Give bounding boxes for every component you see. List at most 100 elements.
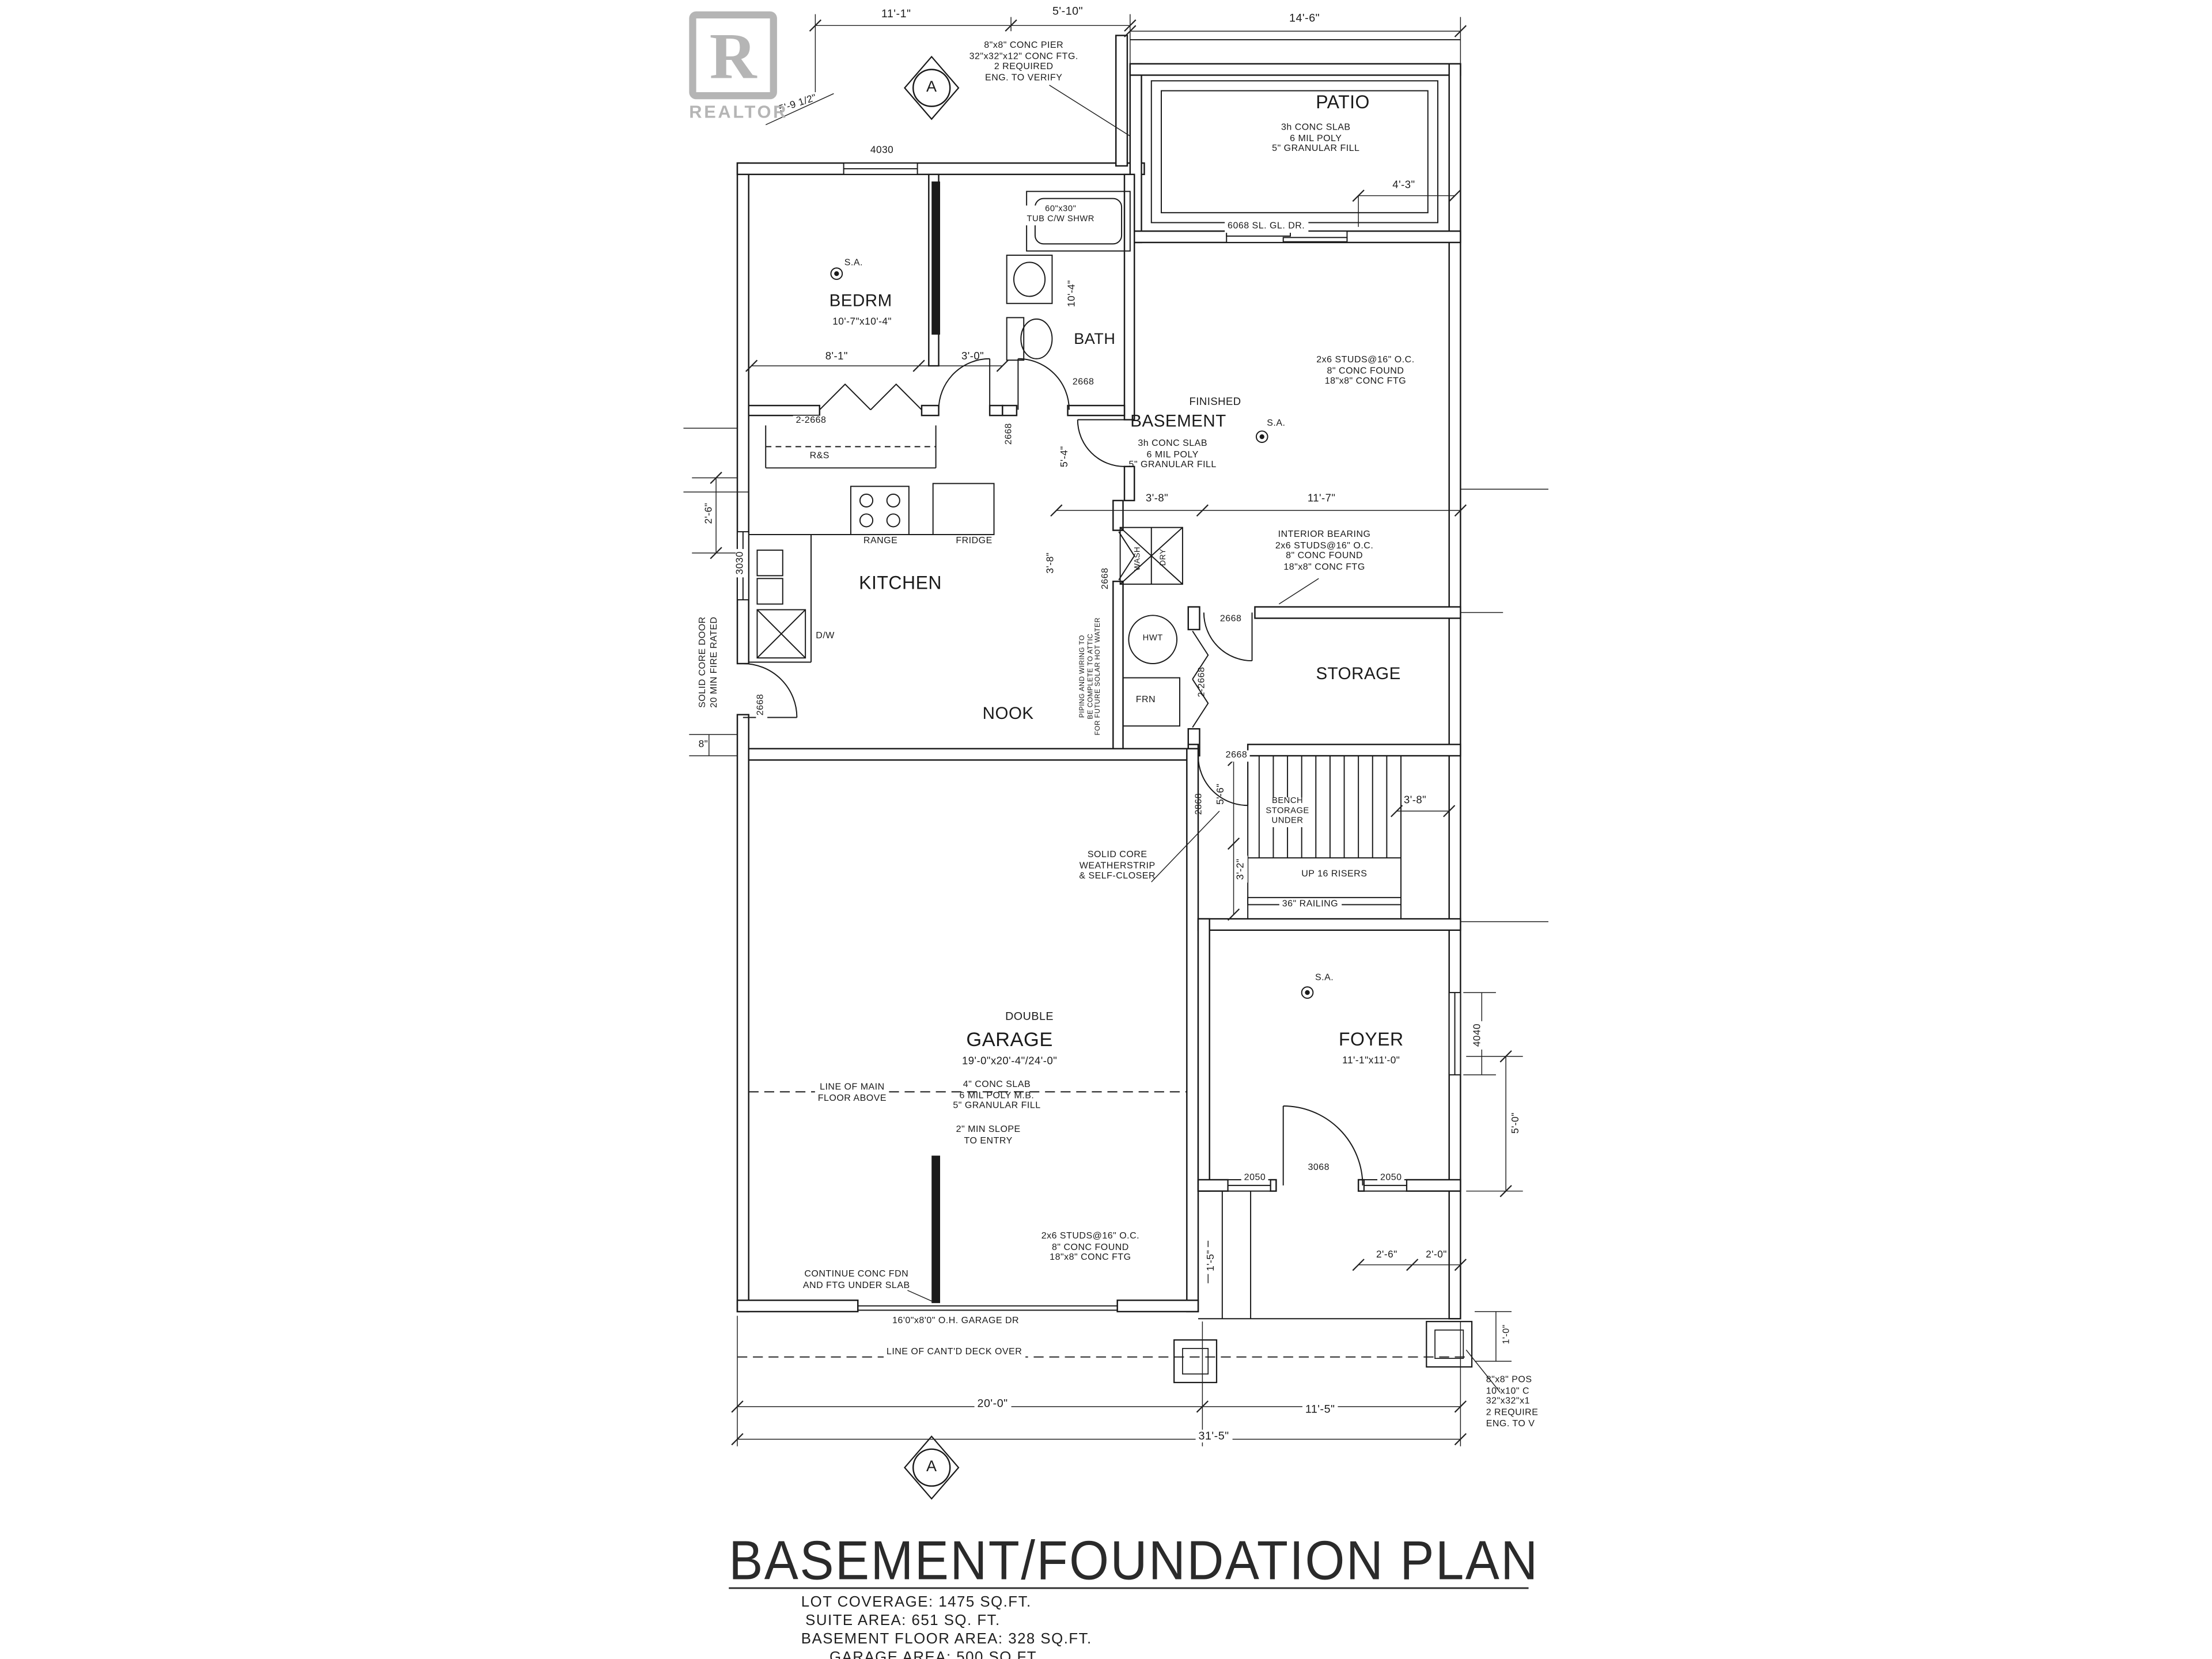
sa-basement: S.A.	[1267, 418, 1286, 429]
dim-5-0-v: 5'-0"	[1511, 1112, 1521, 1134]
room-label-nook: NOOK	[982, 703, 1034, 724]
door-label-2668-hall: 2668	[1004, 423, 1014, 445]
room-label-patio: PATIO	[1316, 91, 1370, 113]
dim-5-4-v: 5'-4"	[1060, 446, 1071, 468]
dim-10-4-v: 10'-4"	[1067, 280, 1078, 307]
door-label-2-2668-storage: 2-2668	[1196, 666, 1207, 698]
dim-5-10: 5'-10"	[1052, 5, 1084, 18]
dim-garage-size: 19'-0"x20'-4"/24'-0"	[961, 1054, 1058, 1067]
sa-bedrm: S.A.	[844, 258, 863, 268]
stat-garage-area: GARAGE AREA: 500 SQ.FT.	[830, 1649, 1040, 1659]
realtor-logo-label: REALTOR	[689, 102, 789, 122]
leader-lines	[907, 85, 1501, 1393]
patio-porch	[1130, 39, 1461, 1320]
window-label-2050-a: 2050	[1241, 1173, 1269, 1184]
dim-8in: 8"	[698, 740, 709, 750]
window-label-4040: 4040	[1473, 1020, 1485, 1050]
dashed-lines	[737, 1091, 1468, 1358]
note-continue-fdn: CONTINUE CONC FDN AND FTG UNDER SLAB	[802, 1269, 910, 1290]
note-basement-slab: 3h CONC SLAB 6 MIL POLY 5" GRANULAR FILL	[1128, 438, 1217, 471]
room-label-kitchen: KITCHEN	[859, 571, 942, 593]
dim-bedrm-size: 10'-7"x10'-4"	[832, 317, 892, 328]
note-studs-basement: 2x6 STUDS@16" O.C. 8" CONC FOUND 18"x8" …	[1316, 355, 1415, 387]
door-label-2668-storage: 2668	[1217, 614, 1245, 626]
piers	[1173, 1321, 1473, 1384]
plan-title: BASEMENT/FOUNDATION PLAN	[729, 1528, 1539, 1592]
appliance-wash: WASH	[1134, 546, 1143, 571]
window-label-2050-b: 2050	[1377, 1173, 1405, 1184]
note-interior-bearing: INTERIOR BEARING 2x6 STUDS@16" O.C. 8" C…	[1275, 529, 1374, 573]
dim-3-8-v: 3'-8"	[1046, 552, 1056, 574]
note-up-risers: UP 16 RISERS	[1298, 869, 1370, 881]
room-label-bedrm: BEDRM	[829, 290, 892, 310]
note-railing: 36" RAILING	[1279, 899, 1342, 910]
door-label-2668-stair: 2668	[1222, 750, 1251, 762]
dim-31-5: 31'-5"	[1195, 1429, 1232, 1444]
dimension-ticks	[710, 19, 1512, 1446]
note-slope: 2" MIN SLOPE TO ENTRY	[956, 1124, 1021, 1146]
note-weatherstrip: SOLID CORE WEATHERSTRIP & SELF-CLOSER	[1079, 850, 1156, 882]
note-conc-pier: 8"x8" CONC PIER 32"x32"x12" CONC FTG. 2 …	[969, 40, 1078, 84]
appliance-frn: FRN	[1135, 695, 1156, 705]
appliance-fridge: FRIDGE	[956, 536, 993, 547]
note-tub: 60"x30" TUB C/W SHWR	[1024, 205, 1097, 226]
note-solid-core-door: SOLID CORE DOOR 20 MIN FIRE RATED	[698, 616, 719, 708]
dim-1-0-v: 1'-0"	[1502, 1324, 1512, 1344]
stat-basement-floor-area: BASEMENT FLOOR AREA: 328 SQ.FT.	[801, 1630, 1092, 1648]
section-letter-top: A	[926, 78, 937, 96]
stat-suite-area: SUITE AREA: 651 SQ. FT.	[805, 1612, 1001, 1630]
note-deck-over: LINE OF CANT'D DECK OVER	[884, 1347, 1025, 1358]
dim-5-6-v: 5'-6"	[1216, 783, 1226, 805]
dim-1-5: 1'-5"	[1206, 1247, 1218, 1274]
section-markers	[903, 55, 960, 1500]
note-garage-slab: 4" CONC SLAB 6 MIL POLY M.B. 5" GRANULAR…	[953, 1080, 1041, 1112]
realtor-logo-icon: R	[689, 11, 777, 100]
dim-14-6: 14'-6"	[1289, 12, 1320, 25]
door-label-6068: 6068 SL. GL. DR.	[1225, 221, 1308, 233]
door-label-2668-side: 2668	[756, 691, 767, 719]
appliance-hwt: HWT	[1142, 634, 1163, 643]
note-garage-door: 16'0"x8'0" O.H. GARAGE DR	[889, 1316, 1022, 1327]
note-studs-garage: 2x6 STUDS@16" O.C. 8" CONC FOUND 18"x8" …	[1041, 1231, 1140, 1263]
dim-4-3: 4'-3"	[1392, 178, 1415, 191]
door-label-2-2668-closet: 2-2668	[793, 415, 830, 427]
dim-3-8-a: 3'-8"	[1143, 491, 1172, 506]
dim-11-7: 11'-7"	[1304, 491, 1339, 506]
room-label-basement: BASEMENT	[1130, 411, 1226, 431]
note-piping: PIPING AND WIRING TO BE COMPLETE TO ATTI…	[1080, 617, 1103, 736]
note-patio-slab: 3h CONC SLAB 6 MIL POLY 5" GRANULAR FILL	[1272, 122, 1360, 154]
note-double: DOUBLE	[1005, 1010, 1054, 1023]
room-label-bath: BATH	[1074, 331, 1116, 349]
window-label-4030: 4030	[868, 146, 897, 158]
note-bench-storage: BENCH STORAGE UNDER	[1263, 797, 1312, 828]
note-post: 8"x8" POS 10"x10" C 32"x32"x1 2 REQUIRE …	[1486, 1375, 1539, 1429]
door-label-2868: 2868	[1194, 793, 1205, 815]
note-rod-shelf: R&S	[809, 451, 830, 461]
appliance-range: RANGE	[863, 536, 898, 547]
door-label-2668-bath: 2668	[1072, 377, 1094, 388]
dim-3-2-v: 3'-2"	[1236, 855, 1248, 883]
window-label-3030: 3030	[736, 548, 748, 578]
room-label-foyer: FOYER	[1338, 1028, 1404, 1050]
dim-8-1: 8'-1"	[825, 349, 848, 363]
sa-foyer: S.A.	[1315, 973, 1334, 983]
realtor-watermark: R REALTOR	[689, 11, 789, 122]
dim-2-6-b: 2'-6"	[1376, 1250, 1397, 1260]
dim-20-0: 20'-0"	[974, 1397, 1011, 1411]
dim-2-6-v: 2'-6"	[704, 502, 715, 524]
section-letter-bottom: A	[926, 1458, 937, 1476]
note-finished: FINISHED	[1189, 395, 1241, 408]
dim-foyer-size: 11'-1"x11'-0"	[1342, 1056, 1400, 1066]
note-line-main-floor: LINE OF MAIN FLOOR ABOVE	[815, 1082, 889, 1104]
door-label-3068: 3068	[1305, 1162, 1332, 1174]
dim-2-0: 2'-0"	[1426, 1250, 1447, 1260]
doors	[743, 358, 1363, 1185]
dim-3-0: 3'-0"	[961, 349, 984, 363]
door-label-2668-utility: 2668	[1100, 567, 1111, 590]
dim-11-1: 11'-1"	[881, 7, 911, 21]
appliance-dry: DRY	[1159, 548, 1168, 566]
